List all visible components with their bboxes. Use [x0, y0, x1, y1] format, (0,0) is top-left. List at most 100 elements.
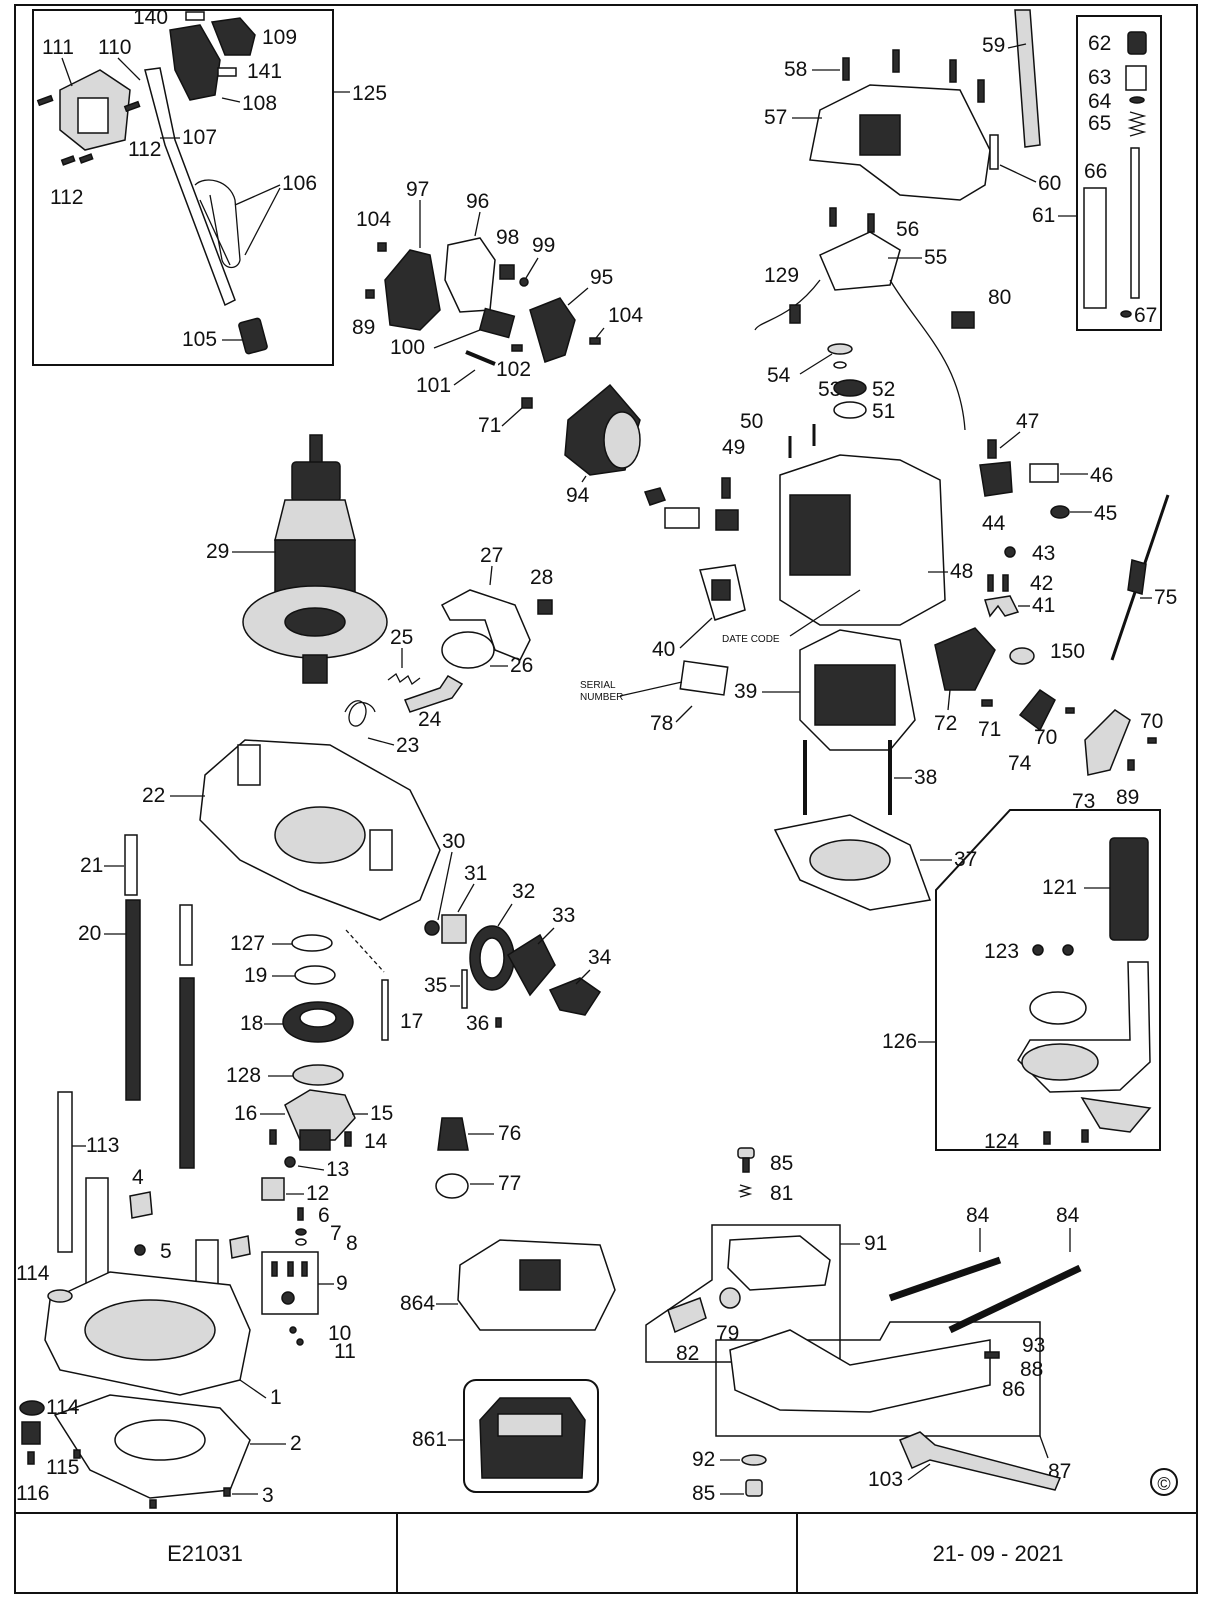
- part-21-b: [179, 904, 193, 966]
- callout-55: 55: [924, 246, 947, 269]
- callout-36: 36: [466, 1012, 489, 1035]
- callout-21: 21: [80, 854, 103, 877]
- callout-89b: 89: [1116, 786, 1139, 809]
- callout-128: 128: [226, 1064, 261, 1087]
- callout-106: 106: [282, 172, 317, 195]
- callout-81: 81: [770, 1182, 793, 1205]
- part-126-shroud: [1080, 1097, 1152, 1133]
- callout-111: 111: [42, 36, 74, 59]
- screw-89a: [365, 289, 375, 299]
- callout-107: 107: [182, 126, 217, 149]
- callout-98: 98: [496, 226, 519, 249]
- callout-14: 14: [364, 1130, 388, 1153]
- callout-109: 109: [262, 26, 297, 49]
- callout-150: 150: [1050, 640, 1085, 663]
- callout-49: 49: [722, 436, 745, 459]
- part-92: [741, 1454, 767, 1466]
- part-10: [289, 1326, 297, 1334]
- callout-84a: 84: [966, 1204, 990, 1227]
- spring-20a: [125, 899, 141, 1101]
- callout-50: 50: [740, 410, 763, 433]
- callout-35: 35: [424, 974, 447, 997]
- callout-103: 103: [868, 1468, 903, 1491]
- callout-141: 141: [247, 60, 282, 83]
- part-107: [144, 67, 236, 307]
- part-100: [478, 307, 516, 339]
- part-2-hole: [114, 1419, 206, 1461]
- callout-97: 97: [406, 178, 429, 201]
- screw-112a: [36, 94, 54, 107]
- callout-140: 140: [133, 6, 168, 29]
- callout-100: 100: [390, 336, 425, 359]
- screw-112b: [123, 100, 141, 113]
- callout-25: 25: [390, 626, 413, 649]
- callout-30: 30: [442, 830, 465, 853]
- callout-99: 99: [532, 234, 555, 257]
- callout-85b: 85: [692, 1482, 715, 1505]
- callout-40: 40: [652, 638, 675, 661]
- part-27: [440, 589, 531, 661]
- part-57-inner: [859, 114, 901, 156]
- callout-76: 76: [498, 1122, 521, 1145]
- part-65: [1127, 111, 1147, 137]
- part-85b: [745, 1479, 763, 1497]
- part-4: [129, 1191, 153, 1219]
- part-126-port: [1021, 1043, 1099, 1081]
- callout-95: 95: [590, 266, 613, 289]
- callout-16: 16: [234, 1102, 257, 1125]
- screw-14a: [269, 1129, 277, 1145]
- callout-46: 46: [1090, 464, 1113, 487]
- armature-commutator: [291, 461, 341, 503]
- part-31: [441, 914, 467, 944]
- callout-89a: 89: [352, 316, 375, 339]
- callout-6: 6: [318, 1204, 330, 1227]
- part-103: [899, 1431, 1062, 1491]
- callout-91: 91: [864, 1232, 887, 1255]
- part-73: [1084, 709, 1131, 776]
- part-21-a: [124, 834, 138, 896]
- part-129: [789, 304, 801, 324]
- callout-861: 861: [412, 1428, 447, 1451]
- callout-57: 57: [764, 106, 787, 129]
- part-34: [548, 977, 602, 1016]
- callout-15: 15: [370, 1102, 393, 1125]
- part-150: [1009, 647, 1035, 665]
- callout-66: 66: [1084, 160, 1107, 183]
- armature-hub: [284, 607, 346, 637]
- part-60: [989, 134, 999, 170]
- part-78: [679, 660, 729, 696]
- callout-121: 121: [1042, 876, 1077, 899]
- part-116: [27, 1451, 35, 1465]
- drawing-date: 21- 09 - 2021: [932, 1541, 1064, 1566]
- part-5: [134, 1244, 146, 1256]
- part-18-inner: [299, 1008, 337, 1028]
- callout-17: 17: [400, 1010, 423, 1033]
- screw-42b: [1002, 574, 1009, 592]
- part-111-window: [77, 97, 109, 134]
- screw-42a: [987, 574, 994, 592]
- callout-27: 27: [480, 544, 503, 567]
- callout-79: 79: [716, 1322, 739, 1345]
- part-66-rod: [1130, 147, 1140, 299]
- inset-box-61: [1076, 15, 1162, 331]
- part-861: [479, 1397, 586, 1479]
- callout-12: 12: [306, 1182, 329, 1205]
- callout-110: 110: [98, 36, 131, 59]
- callout-33: 33: [552, 904, 575, 927]
- callout-104a: 104: [356, 208, 391, 231]
- part-1-bore: [84, 1299, 216, 1361]
- callout-31: 31: [464, 862, 487, 885]
- part-40-body: [711, 579, 731, 601]
- part-39-stator: [814, 664, 896, 726]
- callout-43: 43: [1032, 542, 1055, 565]
- callout-3: 3: [262, 1484, 274, 1507]
- part-25: [387, 673, 421, 685]
- small-block: [715, 509, 739, 531]
- callout-26: 26: [510, 654, 533, 677]
- part-109: [210, 17, 256, 56]
- screw-70a: [1065, 707, 1075, 714]
- callout-5: 5: [160, 1240, 172, 1263]
- part-67: [1120, 310, 1132, 318]
- callout-116: 116: [16, 1482, 49, 1505]
- part-64: [1129, 96, 1145, 104]
